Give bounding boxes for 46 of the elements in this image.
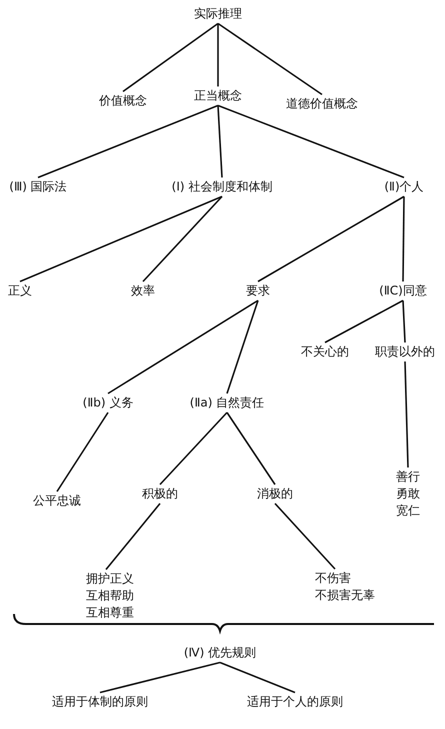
concept-label: 公平忠诚 (33, 492, 81, 510)
concept-label: 实际推理 (194, 6, 242, 22)
connector-line (402, 300, 406, 343)
concept-label: 效率 (131, 282, 155, 300)
connector-line (122, 22, 218, 92)
concept-label: (Ⅰ) 社会制度和体制 (172, 178, 272, 196)
concept-label: (Ⅱa) 自然责任 (190, 394, 264, 412)
connector-line (226, 412, 276, 485)
concept-label: 拥护正义 互相帮助 互相尊重 (86, 570, 134, 622)
connector-line (217, 105, 223, 178)
concept-label: (Ⅱb) 义务 (82, 394, 134, 412)
connector-line (142, 196, 223, 282)
concept-label: (Ⅱ)个人 (384, 178, 424, 196)
concept-label: 积极的 (142, 486, 178, 502)
connector-line (100, 662, 220, 694)
connector-line (20, 196, 222, 282)
concept-label: 不关心的 (301, 344, 349, 360)
concept-label: 不伤害 不损害无辜 (315, 570, 375, 604)
connector-line (218, 22, 322, 96)
connector-line (218, 104, 404, 178)
connector-line (56, 412, 109, 492)
connector-line (105, 503, 161, 570)
connector-line (404, 361, 409, 468)
connector-line (402, 196, 405, 282)
concept-label: 道德价值概念 (286, 96, 358, 112)
connector-line (159, 412, 228, 486)
concept-label: 正当概念 (194, 88, 242, 104)
concept-label: 要求 (246, 282, 270, 300)
connector-line (220, 662, 296, 694)
concept-label: 消极的 (257, 486, 293, 502)
concept-label: 职责以外的 (375, 344, 435, 360)
concept-label: (Ⅲ) 国际法 (9, 178, 67, 196)
connector-line (226, 300, 259, 394)
connector-line (258, 196, 404, 282)
connector-line (217, 24, 219, 86)
connector-line (274, 502, 336, 570)
connector-line (108, 300, 258, 394)
connector-line (38, 104, 218, 178)
concept-label: 价值概念 (99, 92, 147, 110)
concept-label: 正义 (8, 282, 32, 300)
connector-line (324, 300, 404, 344)
concept-label: 善行 勇敢 宽仁 (396, 468, 420, 520)
concept-label: (ⅡC)同意 (379, 282, 427, 300)
concept-label: (Ⅳ) 优先规则 (184, 644, 256, 662)
concept-label: 适用于体制的原则 (52, 694, 148, 710)
concept-label: 适用于个人的原则 (247, 694, 343, 710)
